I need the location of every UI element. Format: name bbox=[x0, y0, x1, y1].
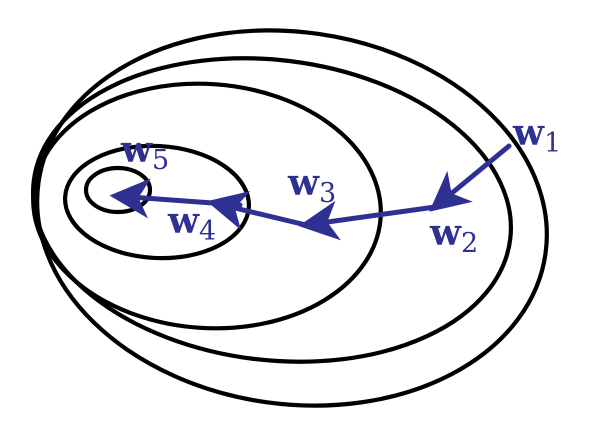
point-labels: w1 w2 w3 w4 w5 bbox=[120, 112, 561, 259]
contour-3 bbox=[31, 81, 383, 331]
label-w5: w5 bbox=[120, 129, 169, 176]
label-w1: w1 bbox=[512, 112, 561, 159]
label-w3: w3 bbox=[287, 162, 336, 209]
contour-5 bbox=[83, 165, 153, 215]
contour-2 bbox=[30, 56, 514, 364]
step-arrow-2 bbox=[298, 200, 438, 241]
contour-1 bbox=[35, 28, 549, 408]
step-arrow-1 bbox=[429, 143, 512, 212]
descent-path bbox=[109, 143, 512, 241]
label-w2: w2 bbox=[429, 212, 478, 259]
label-w4: w4 bbox=[167, 200, 216, 247]
step-arrow-4 bbox=[109, 178, 243, 219]
contour-lines bbox=[30, 28, 549, 408]
